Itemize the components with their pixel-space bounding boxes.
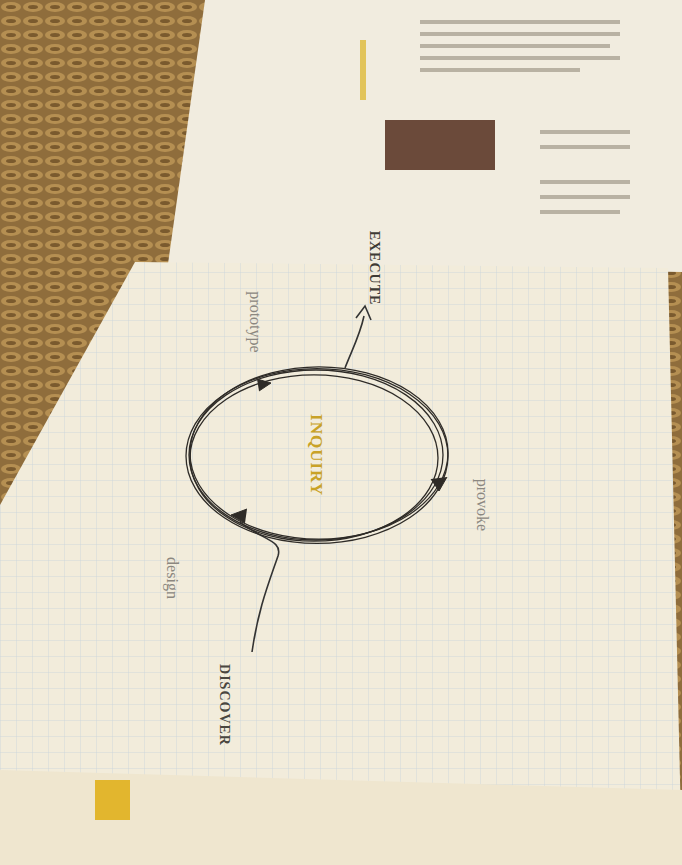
exit-arrowhead [356, 306, 371, 320]
grid-page [0, 262, 682, 865]
page-tab [95, 780, 130, 820]
stage-label: EXECUTE [366, 231, 382, 306]
page-accent [360, 40, 366, 100]
page-photo [385, 120, 495, 170]
cycle-title: INQUIRY [306, 414, 326, 496]
facing-page [168, 0, 682, 272]
stage-label: DISCOVER [216, 664, 232, 746]
stage-label: provoke [473, 479, 491, 531]
stage-label: design [163, 557, 181, 599]
entry-line [240, 522, 279, 652]
page-text-lines [420, 20, 630, 214]
page-footer [0, 770, 682, 865]
inquiry-circle: INQUIRY [185, 367, 447, 543]
exit-line [345, 316, 364, 368]
stage-label: prototype [246, 291, 264, 352]
